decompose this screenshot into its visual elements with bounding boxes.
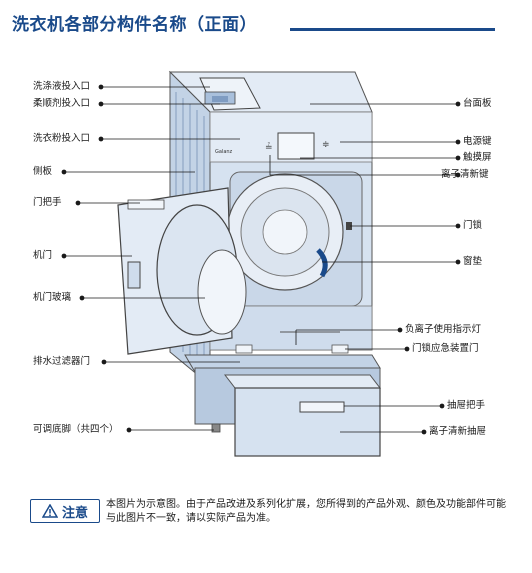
- label-door-lock: 门锁: [463, 220, 483, 231]
- label-power-key: 电源键: [463, 136, 492, 147]
- label-door-glass: 机门玻璃: [33, 292, 72, 303]
- label-anion-indicator: 负离子使用指示灯: [405, 324, 482, 335]
- washer-base: [184, 354, 382, 457]
- washer-door: [117, 187, 247, 355]
- note-badge-label: 注意: [61, 505, 88, 521]
- label-top-panel: 台面板: [463, 98, 492, 109]
- label-powder-inlet: 洗衣粉投入口: [33, 133, 91, 144]
- label-door: 机门: [33, 250, 53, 261]
- note-badge: 注意: [30, 499, 100, 523]
- label-detergent-inlet: 洗涤液投入口: [33, 81, 91, 92]
- label-window-gasket: 窗垫: [463, 256, 483, 267]
- foot-shape: [211, 423, 221, 433]
- door-lock-shape: [346, 222, 352, 230]
- door-handle-shape: [127, 261, 141, 289]
- drawer-top-shape: [223, 374, 382, 389]
- leader-lines-left: [61, 84, 240, 433]
- label-ion-clean-key: 离子清新键: [441, 169, 489, 180]
- svg-text:≟: ≟: [265, 142, 273, 153]
- drain-filter-door-shape: [235, 344, 253, 354]
- drawer-handle-shape: [299, 401, 345, 413]
- drawer-front-shape: [234, 387, 381, 457]
- label-ion-clean-drawer: 离子清新抽屉: [429, 426, 487, 437]
- label-door-lock-emergency: 门锁应急装置门: [412, 343, 479, 354]
- warning-icon: [41, 504, 58, 518]
- svg-text:Galanz: Galanz: [215, 149, 233, 155]
- window-gasket-shape: [316, 248, 328, 278]
- label-adjustable-feet: 可调底脚（共四个）: [33, 424, 119, 435]
- note-text: 本图片为示意图。由于产品改进及系列化扩展，您所得到的产品外观、颜色及功能部件可能…: [106, 499, 506, 524]
- leader-lines-right: [269, 101, 461, 435]
- svg-text:≑: ≑: [322, 140, 330, 150]
- page-title: 洗衣机各部分构件名称（正面）: [12, 15, 257, 35]
- label-door-handle: 门把手: [33, 197, 62, 208]
- label-touch-screen: 触摸屏: [463, 152, 492, 163]
- label-drawer-handle: 抽屉把手: [447, 400, 486, 411]
- title-underline: [290, 28, 495, 31]
- touch-screen-shape: [277, 132, 315, 160]
- label-side-panel: 侧板: [33, 166, 53, 177]
- label-softener-inlet: 柔顺剂投入口: [33, 98, 91, 109]
- washer-body: ≟ ≑ Galanz: [168, 70, 373, 387]
- label-drain-filter-door: 排水过滤器门: [33, 356, 91, 367]
